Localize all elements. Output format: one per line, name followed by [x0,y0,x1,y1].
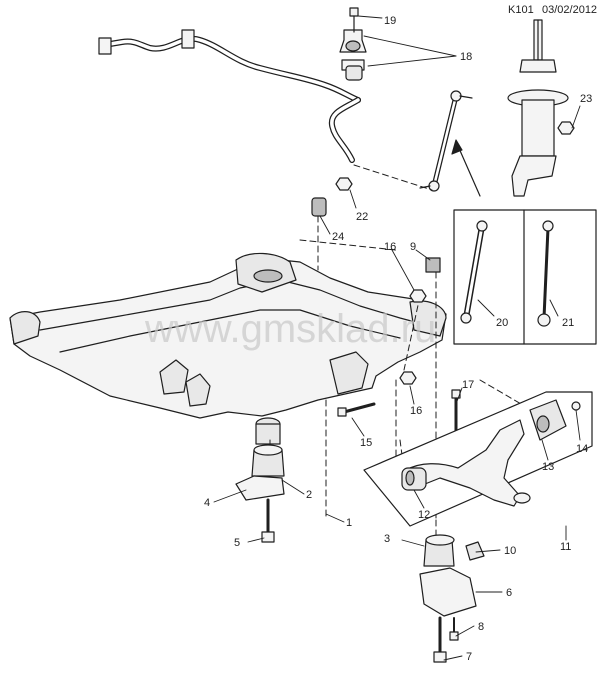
callout-numbers: 1 2 3 4 5 6 7 8 9 10 11 12 13 14 15 16 1… [204,15,592,663]
callout-11: 11 [560,541,571,553]
nut-23 [557,121,575,135]
callout-21: 21 [562,317,574,329]
bushing-24 [311,197,327,217]
nut-16-lower [399,371,417,385]
link-variants-inset [453,209,597,345]
callout-13: 13 [542,461,554,473]
nut-16-upper [409,289,427,303]
callout-15: 15 [360,437,372,449]
diagram-date: 03/02/2012 [542,4,598,16]
mount-left [235,444,285,543]
subframe [9,252,447,445]
callout-20: 20 [496,317,508,329]
callout-18: 18 [460,51,472,63]
callout-12: 12 [418,509,430,521]
bolt-19 [349,7,359,33]
callout-2: 2 [306,489,312,501]
callout-16-lower: 16 [410,405,422,417]
callout-19: 19 [384,15,396,27]
diagram-code: K101 [508,4,534,16]
callout-8: 8 [478,621,484,633]
callout-23: 23 [580,93,592,105]
clip-9 [425,257,441,273]
callout-5: 5 [234,537,240,549]
stabilizer-bushings [339,29,367,81]
control-arm-group [363,391,593,527]
callout-6: 6 [506,587,512,599]
mount-right [419,534,485,663]
callout-10: 10 [504,545,516,557]
callout-16-upper: 16 [384,241,396,253]
callout-7: 7 [466,651,472,663]
watermark: www.gmsklad.ru [144,307,436,351]
callout-4: 4 [204,497,210,509]
stabilizer-link [419,90,473,192]
callout-14: 14 [576,443,588,455]
callout-3: 3 [384,533,390,545]
callout-24: 24 [332,231,344,243]
leader-lines [213,15,581,661]
bolt-15 [337,402,376,417]
nut-22 [335,177,353,191]
strut-assembly [507,19,569,197]
stabilizer-bar [98,29,361,163]
callout-22: 22 [356,211,368,223]
callout-17: 17 [462,379,474,391]
callout-1: 1 [346,517,352,529]
callout-9: 9 [410,241,416,253]
